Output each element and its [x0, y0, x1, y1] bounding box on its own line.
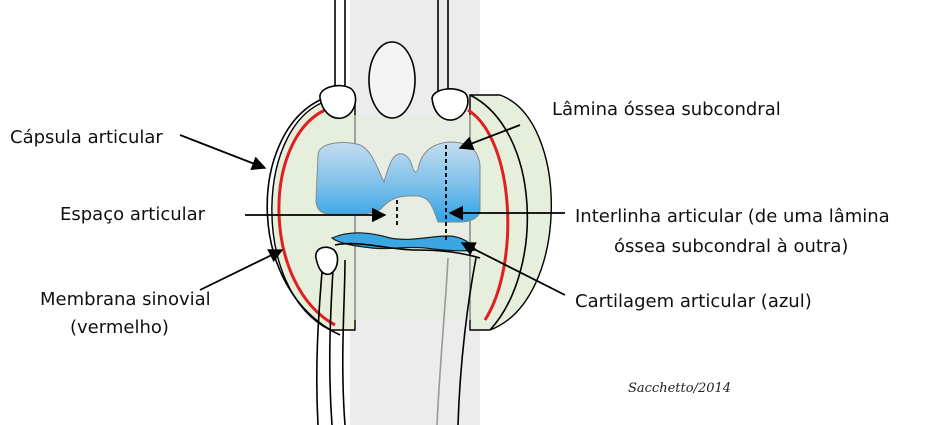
- arrow-membrana: [200, 250, 282, 290]
- label-lamina-ossea: Lâmina óssea subcondral: [552, 99, 781, 120]
- signature: Sacchetto/2014: [628, 381, 731, 396]
- label-espaco-articular: Espaço articular: [60, 204, 206, 225]
- label-membrana-vermelho: (vermelho): [70, 317, 169, 338]
- label-cartilagem-articular: Cartilagem articular (azul): [575, 291, 812, 312]
- arrow-capsula: [180, 135, 265, 168]
- patella: [369, 42, 415, 118]
- label-capsula-articular: Cápsula articular: [10, 127, 163, 148]
- label-interlinha-line1: Interlinha articular (de uma lâmina: [575, 206, 890, 227]
- label-interlinha-line2: óssea subcondral à outra): [614, 236, 848, 257]
- label-membrana-sinovial: Membrana sinovial: [40, 289, 211, 310]
